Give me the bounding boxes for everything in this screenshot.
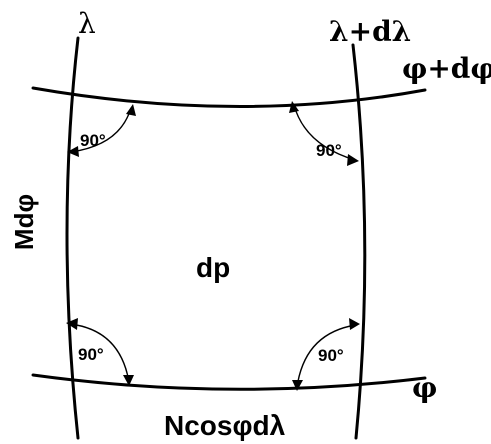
meridian-curve-left [65, 36, 80, 440]
right-angle-marker-top-right [289, 101, 359, 166]
meridian-label-right: λ+dλ [329, 15, 411, 48]
area-label-center: dp [196, 252, 230, 283]
angle-label-top-left: 90° [80, 131, 106, 150]
parallel-label-top: φ+dφ [402, 52, 491, 85]
angle-label-top-right: 90° [316, 141, 342, 160]
parallel-curve-bottom [31, 373, 427, 391]
right-angle-marker-bottom-left [66, 318, 134, 386]
angle-label-bottom-right: 90° [318, 346, 344, 365]
parallel-curve-top [31, 86, 427, 108]
parallel-label-bottom: φ [412, 371, 437, 404]
meridian-curve-right [351, 43, 367, 440]
right-angle-marker-top-left [67, 104, 136, 157]
side-label-left: Mdφ [9, 194, 39, 250]
meridian-label-left: λ [78, 7, 96, 40]
side-label-bottom: Ncosφdλ [164, 410, 286, 441]
right-angle-marker-bottom-right [292, 318, 360, 391]
angle-label-bottom-left: 90° [78, 345, 104, 364]
